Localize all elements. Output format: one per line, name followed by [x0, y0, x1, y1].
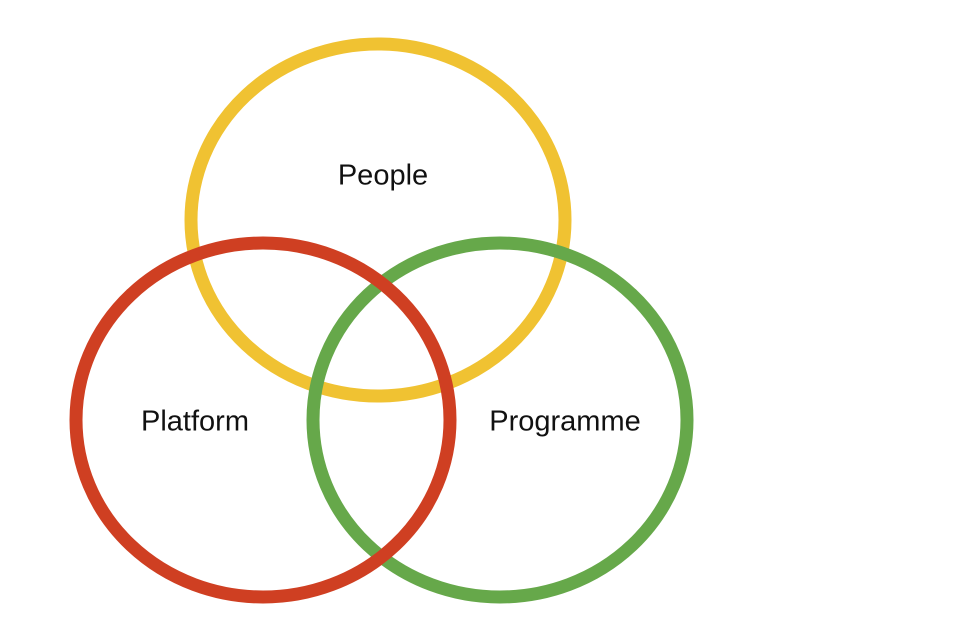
- circle-people: [184, 37, 572, 403]
- label-people: People: [337, 159, 429, 192]
- label-platform: Platform: [141, 405, 249, 438]
- circle-programme: [306, 236, 694, 604]
- label-programme: Programme: [489, 405, 641, 438]
- circle-platform: [69, 236, 457, 604]
